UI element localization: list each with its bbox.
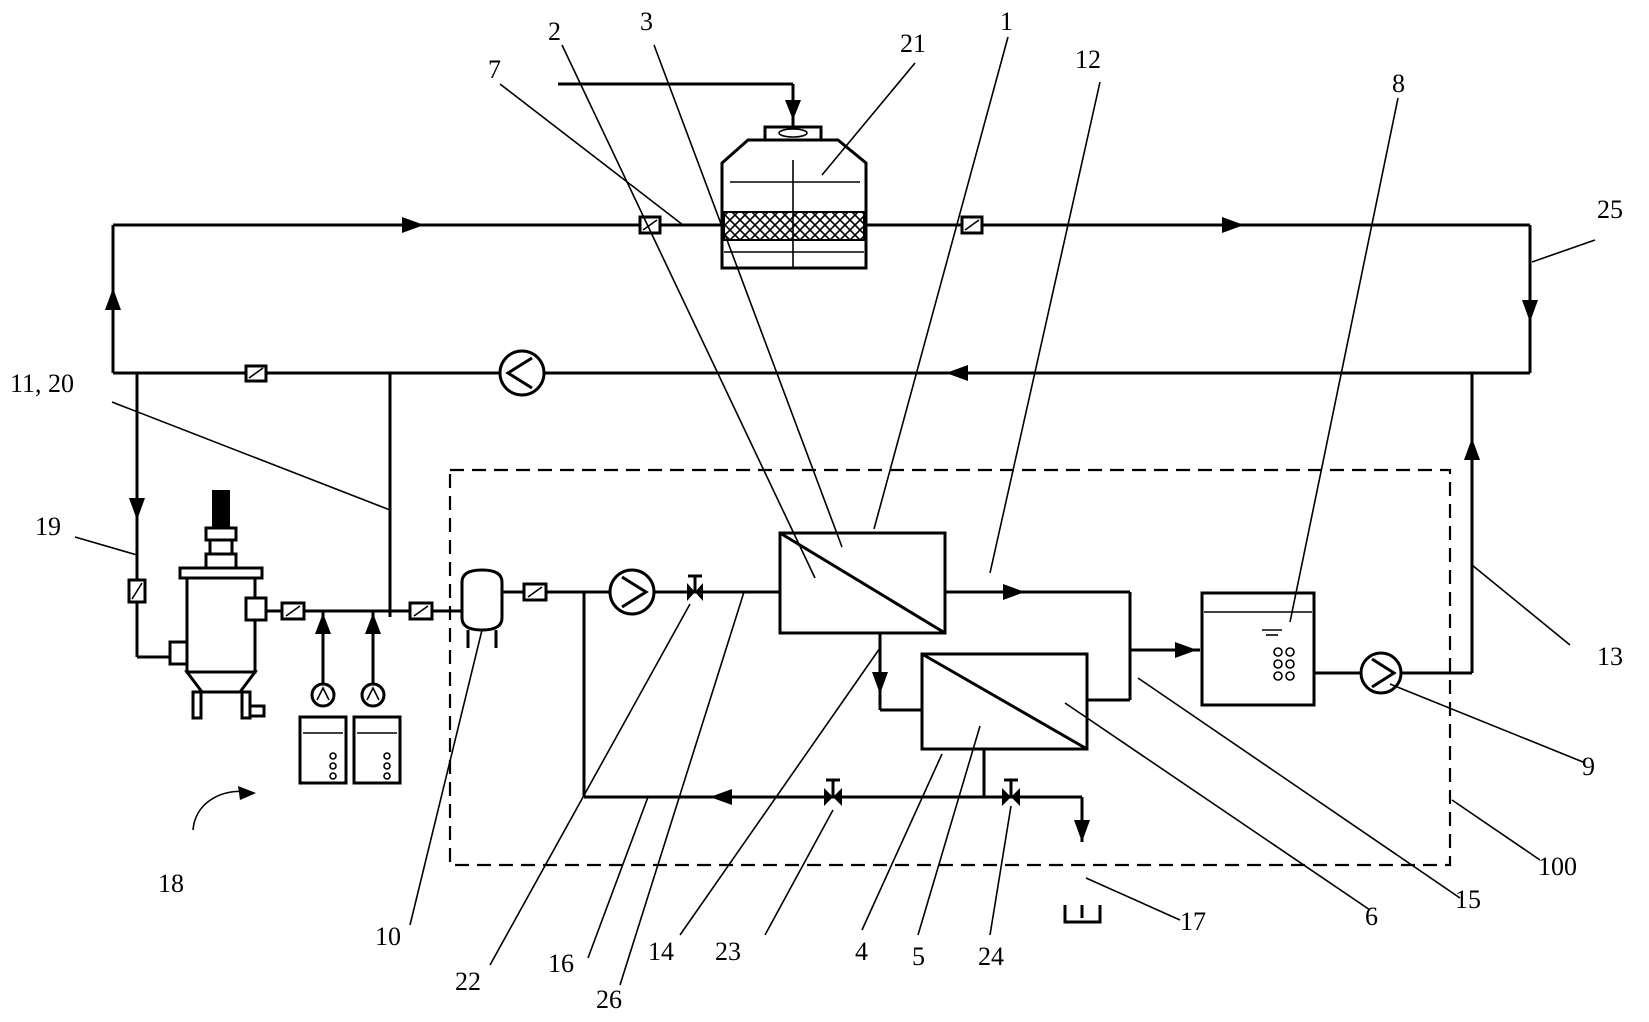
- label-26: 26: [596, 985, 622, 1014]
- valve-icon: [1002, 778, 1020, 806]
- label-4: 4: [855, 937, 868, 966]
- dosing-pump-icon: [360, 682, 386, 708]
- flow-arrow-up: [1464, 438, 1480, 460]
- flow-arrow-right: [1003, 584, 1025, 600]
- flow-meter-icon: [522, 582, 548, 602]
- label-14: 14: [648, 937, 674, 966]
- label-21: 21: [900, 29, 926, 58]
- label-16: 16: [548, 949, 574, 978]
- high-pressure-pump-icon: [608, 568, 656, 616]
- flow-arrow-right: [402, 217, 424, 233]
- flow-arrow-down: [1522, 300, 1538, 322]
- flow-arrow-down: [872, 672, 888, 694]
- label-1: 1: [1000, 7, 1013, 36]
- label-24: 24: [978, 942, 1004, 971]
- buffer-tank-icon: [460, 568, 504, 648]
- label-10: 10: [375, 922, 401, 951]
- self-cleaning-filter-icon: [135, 490, 268, 720]
- flow-arrow-right: [1222, 217, 1244, 233]
- dosing-pump-icon: [310, 682, 336, 708]
- flow-arrow-right: [1175, 642, 1197, 658]
- label-100: 100: [1538, 852, 1577, 881]
- label-7: 7: [488, 55, 501, 84]
- flow-arrow-up: [365, 613, 381, 634]
- drain-icon: [1063, 905, 1102, 924]
- label-13: 13: [1597, 642, 1623, 671]
- dosing-tank-icon: [298, 715, 348, 785]
- label-6: 6: [1365, 902, 1378, 931]
- system-boundary: [448, 468, 1452, 867]
- label-17: 17: [1180, 907, 1206, 936]
- flow-meter-icon: [960, 215, 984, 235]
- flow-arrow-up: [105, 288, 121, 310]
- flow-arrow-down: [1074, 820, 1090, 842]
- product-pump-icon: [1359, 651, 1403, 695]
- flow-meter-icon: [280, 601, 306, 621]
- label-5: 5: [912, 942, 925, 971]
- label-3: 3: [640, 7, 653, 36]
- membrane-module-first-stage: [778, 531, 947, 635]
- label-8: 8: [1392, 69, 1405, 98]
- valve-icon: [824, 778, 842, 806]
- leader-lines: [74, 36, 1596, 986]
- label-25: 25: [1597, 195, 1623, 224]
- label-12: 12: [1075, 45, 1101, 74]
- membrane-module-second-stage: [920, 652, 1089, 751]
- label-18: 18: [158, 869, 184, 898]
- cooling-tower-icon: [558, 82, 868, 270]
- flow-arrow-left: [946, 365, 968, 381]
- label-9: 9: [1582, 752, 1595, 781]
- label-22: 22: [455, 967, 481, 996]
- flow-arrow-down: [129, 498, 145, 520]
- label-15: 15: [1455, 885, 1481, 914]
- label-2: 2: [548, 17, 561, 46]
- product-water-tank-icon: [1200, 591, 1316, 707]
- flow-arrow-left: [710, 789, 732, 805]
- dosing-tank-icon: [352, 715, 402, 785]
- label-11-20: 11, 20: [10, 369, 74, 398]
- valve-icon: [687, 574, 703, 601]
- flow-arrow-up: [315, 613, 331, 634]
- flow-meter-icon: [408, 601, 434, 621]
- label-19: 19: [35, 512, 61, 541]
- flow-meter-icon: [127, 578, 147, 604]
- label-23: 23: [715, 937, 741, 966]
- circulation-pump-icon: [498, 349, 546, 397]
- flow-meter-icon: [244, 364, 268, 383]
